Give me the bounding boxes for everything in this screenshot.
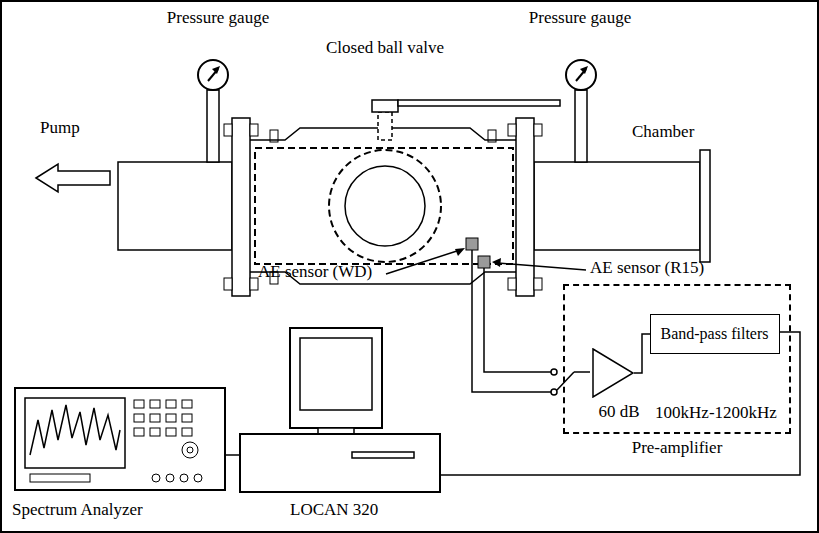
part-label: Pump bbox=[40, 118, 80, 138]
part-label: Spectrum Analyzer bbox=[12, 500, 143, 520]
part-label: AE sensor (R15) bbox=[590, 258, 704, 278]
node-title: 60 dB bbox=[598, 402, 639, 422]
preamplifier-box: Pre-amplifier60 dBBand-pass filters100kH… bbox=[563, 284, 791, 434]
part-label: Pressure gauge bbox=[167, 8, 269, 28]
triangle-outline bbox=[592, 348, 634, 398]
part-label: Closed ball valve bbox=[326, 38, 444, 58]
part-label: AE sensor (WD) bbox=[258, 262, 372, 282]
part-label: LOCAN 320 bbox=[290, 500, 378, 520]
amplifier-symbol: 60 dB bbox=[592, 348, 634, 398]
part-label: Chamber bbox=[632, 122, 694, 142]
signal-wire bbox=[634, 334, 650, 373]
node-title: Band-pass filters bbox=[661, 324, 769, 344]
node-title: Pre-amplifier bbox=[632, 438, 723, 458]
filter-box: Band-pass filters100kHz-1200kHz bbox=[650, 314, 780, 354]
node-note: 100kHz-1200kHz bbox=[655, 403, 777, 423]
part-label: Pressure gauge bbox=[529, 8, 631, 28]
